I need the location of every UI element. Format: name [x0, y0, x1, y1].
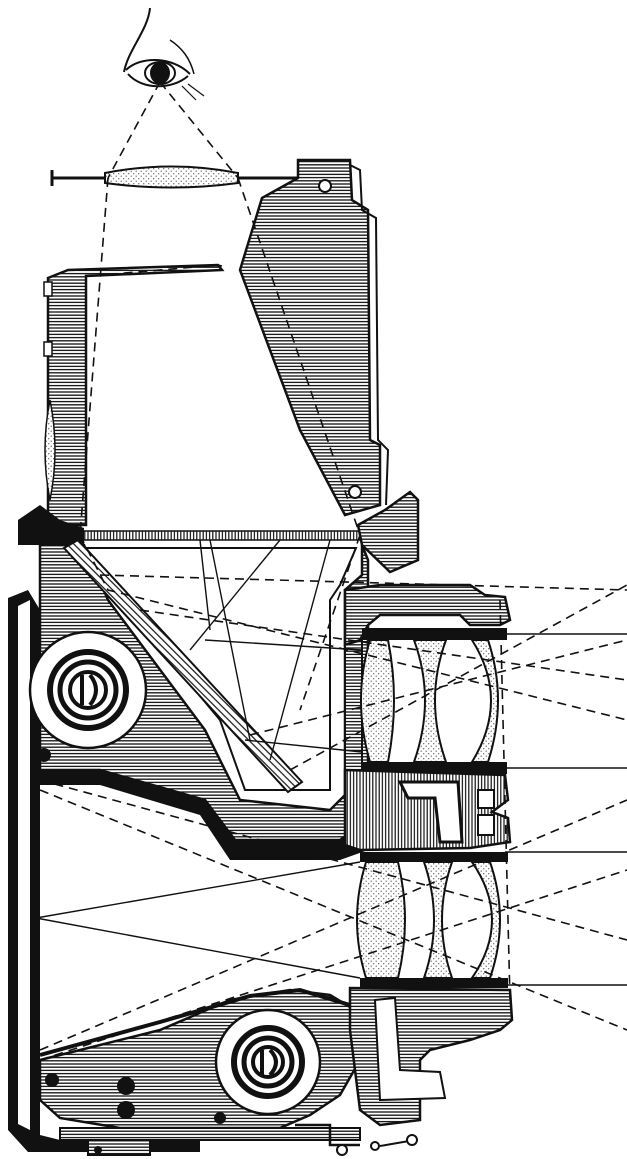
reflex-mirror [62, 538, 304, 794]
film-spool-icon [28, 630, 148, 750]
magnifier-lens [104, 165, 239, 189]
taking-lens-middle-element [422, 861, 454, 979]
eye-icon [123, 7, 205, 101]
film-spool-icon [214, 1008, 322, 1116]
viewing-lens-middle-element [412, 639, 448, 763]
tripod-socket-icon [87, 1139, 151, 1156]
taking-lens-front-element [470, 861, 501, 979]
taking-light-rays [35, 539, 627, 986]
taking-dashed-rays [39, 599, 627, 1061]
taking-lens-barrel [348, 852, 514, 1127]
ground-glass [79, 530, 363, 541]
taking-lens-rear-element [356, 861, 406, 979]
viewing-lens-front-element [470, 639, 499, 763]
viewing-lens-rear-element [360, 639, 395, 763]
viewing-light-rays [79, 81, 627, 771]
viewfinder-hood [18, 158, 420, 574]
shutter-housing [343, 768, 512, 852]
viewing-lens-barrel [343, 583, 512, 774]
